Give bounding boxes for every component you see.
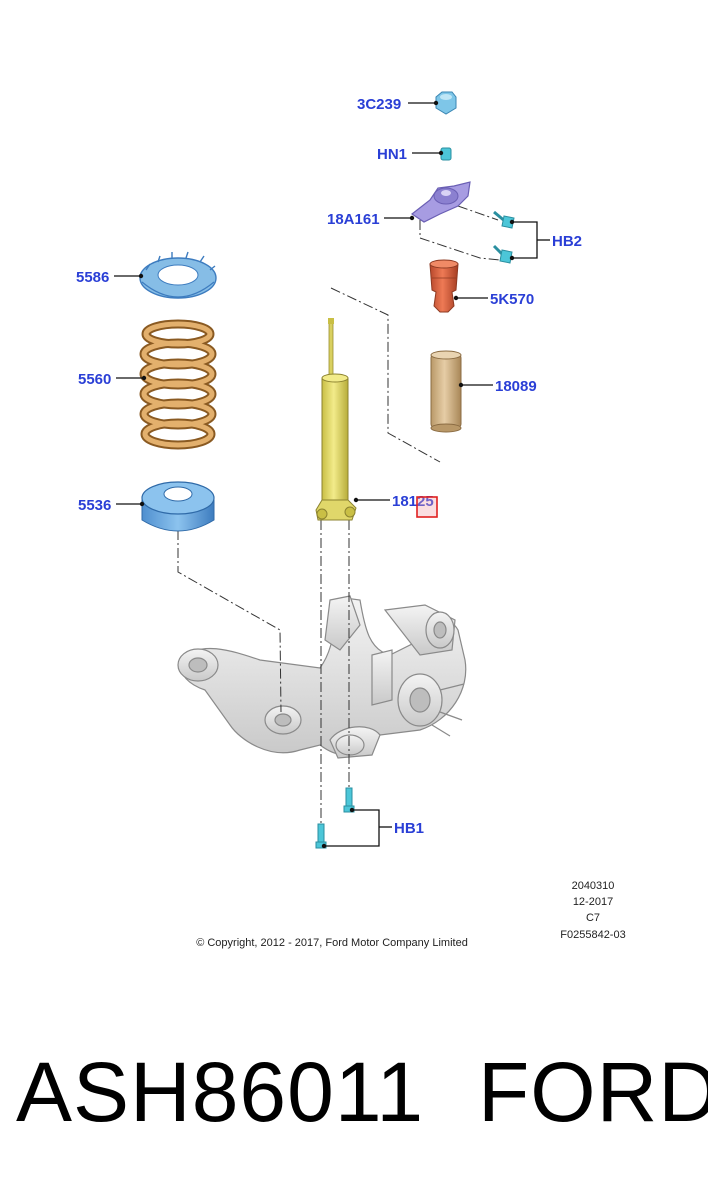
nut-3c239-icon	[435, 91, 457, 115]
highlight-box	[416, 496, 438, 518]
info-line-4: F0255842-03	[560, 929, 625, 941]
bolt-hb2-lower-icon	[492, 244, 513, 264]
callout-18089: 18089	[495, 378, 537, 395]
info-block: 2040310 12-2017 C7 F0255842-03	[560, 880, 625, 941]
copyright-text: © Copyright, 2012 - 2017, Ford Motor Com…	[196, 937, 468, 949]
subframe-assembly	[177, 595, 467, 759]
part-number: ASH86011	[16, 1045, 425, 1139]
callout-5586: 5586	[76, 269, 109, 286]
callout-3c239: 3C239	[357, 96, 401, 113]
leader-lines	[114, 100, 550, 849]
bolt-hb1-upper-icon	[343, 787, 355, 813]
callout-hb2: HB2	[552, 233, 582, 250]
bolt-hb2-upper-icon	[493, 210, 515, 229]
info-line-3: C7	[586, 912, 600, 924]
suspension-diagram: 3C239 HN1 18A161 HB2 5586 5K570 5560 180…	[76, 91, 626, 949]
brand-name: FORD	[478, 1045, 708, 1139]
callout-hn1: HN1	[377, 146, 407, 163]
callout-5536: 5536	[78, 497, 111, 514]
info-line-1: 2040310	[572, 880, 615, 892]
bolt-hb1-lower-icon	[315, 823, 327, 849]
callout-hb1: HB1	[394, 820, 424, 837]
dust-boot-18089-icon	[430, 350, 462, 433]
bump-stop-5k570-icon	[429, 259, 459, 313]
upper-spring-seat-5586-icon	[139, 251, 217, 299]
upper-mount-18a161-icon	[410, 181, 471, 223]
footer-banner: ASH86011 FORD	[0, 1050, 708, 1170]
callout-5560: 5560	[78, 371, 111, 388]
callout-5k570: 5K570	[490, 291, 534, 308]
shock-absorber-18125-icon	[315, 318, 357, 521]
info-line-2: 12-2017	[573, 896, 613, 908]
assembly-lines	[177, 205, 501, 845]
callout-18a161: 18A161	[327, 211, 380, 228]
lower-spring-seat-5536-icon	[141, 481, 215, 532]
coil-spring-5560-icon	[139, 319, 217, 450]
